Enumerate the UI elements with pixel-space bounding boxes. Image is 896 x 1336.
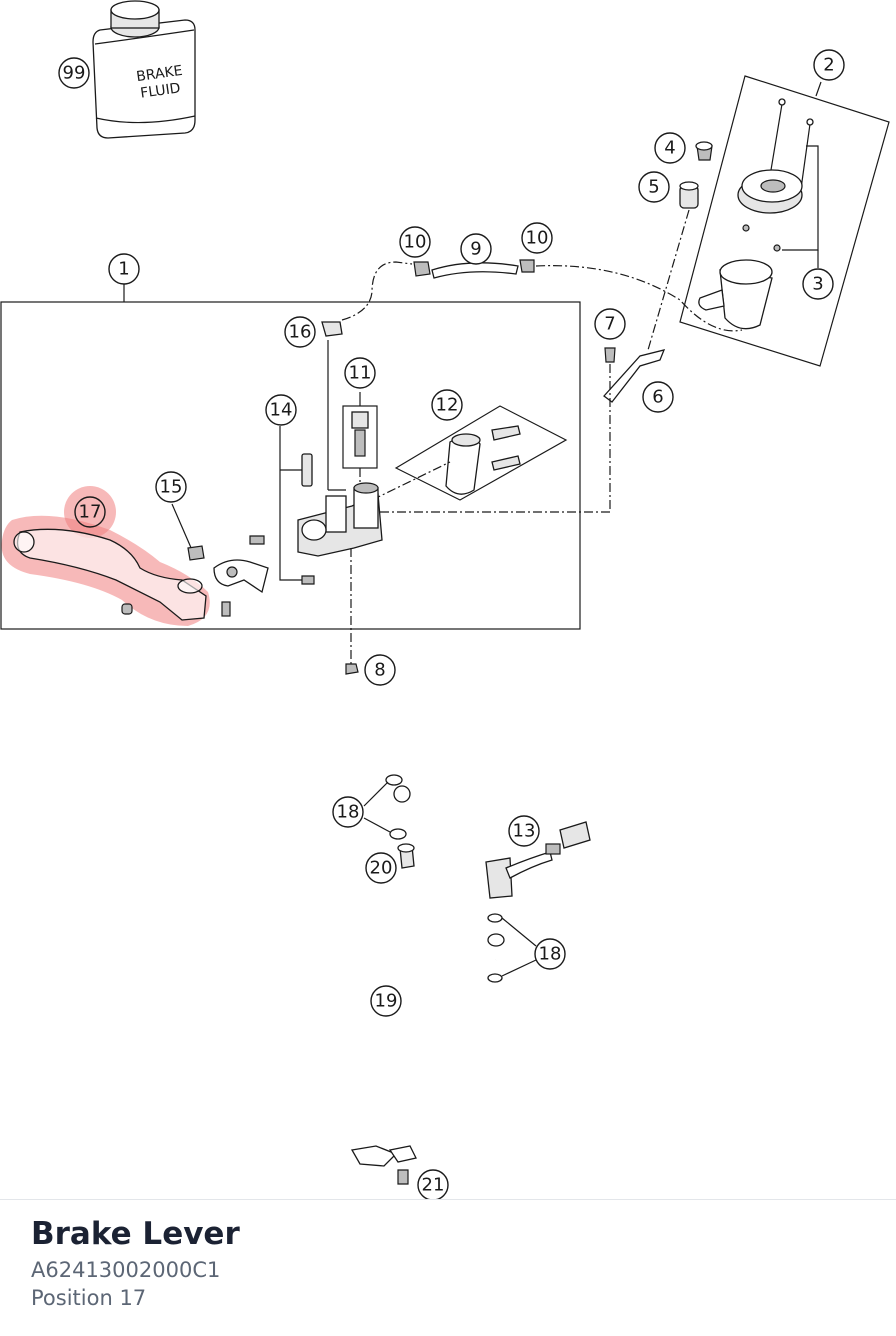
- reservoir-bracket[interactable]: [372, 347, 666, 513]
- callout-7[interactable]: 7: [594, 308, 626, 340]
- pressure-fitting[interactable]: [342, 392, 378, 492]
- svg-text:20: 20: [370, 858, 393, 879]
- callout-18-lower[interactable]: 18: [534, 938, 566, 970]
- callout-14[interactable]: 14: [265, 394, 297, 426]
- brake-lever-highlight[interactable]: [1, 486, 210, 626]
- svg-text:1: 1: [118, 259, 129, 280]
- brake-light-switch[interactable]: [485, 821, 591, 899]
- part-info-panel: Brake Lever A62413002000C1 Position 17: [0, 1199, 896, 1336]
- master-cylinder-box: [0, 301, 581, 630]
- callout-3[interactable]: 3: [802, 268, 834, 300]
- reservoir-hose[interactable]: [341, 259, 743, 332]
- svg-text:8: 8: [374, 660, 385, 681]
- svg-text:2: 2: [823, 55, 834, 76]
- callout-15[interactable]: 15: [155, 471, 187, 503]
- part-name: Brake Lever: [31, 1216, 240, 1252]
- svg-text:11: 11: [349, 363, 372, 384]
- callout-16[interactable]: 16: [284, 316, 316, 348]
- callout-4[interactable]: 4: [654, 132, 686, 164]
- svg-text:6: 6: [652, 387, 663, 408]
- callout-11[interactable]: 11: [344, 357, 376, 389]
- svg-text:13: 13: [513, 821, 536, 842]
- handlebar-clamp[interactable]: [371, 405, 568, 501]
- svg-text:21: 21: [422, 1175, 445, 1196]
- callout-8[interactable]: 8: [364, 654, 396, 686]
- callout-9[interactable]: 9: [460, 233, 492, 265]
- svg-text:5: 5: [648, 177, 659, 198]
- exploded-parts-diagram: BRAKE FLUID: [0, 0, 890, 1200]
- svg-text:17: 17: [79, 502, 102, 523]
- callout-13[interactable]: 13: [508, 815, 540, 847]
- svg-text:7: 7: [604, 314, 615, 335]
- svg-text:15: 15: [160, 477, 183, 498]
- part-position: Position 17: [31, 1286, 147, 1310]
- can-label-fluid: FLUID: [139, 80, 181, 101]
- svg-text:19: 19: [375, 991, 398, 1012]
- part-number: A62413002000C1: [31, 1258, 221, 1282]
- callout-17[interactable]: 17: [74, 496, 106, 528]
- lever-adjuster[interactable]: [171, 503, 269, 617]
- svg-text:18: 18: [539, 944, 562, 965]
- svg-text:14: 14: [270, 400, 293, 421]
- callout-20[interactable]: 20: [365, 852, 397, 884]
- callout-6[interactable]: 6: [642, 381, 674, 413]
- reservoir-cap-parts[interactable]: [647, 141, 713, 351]
- svg-text:12: 12: [436, 395, 459, 416]
- callout-18-upper[interactable]: 18: [332, 796, 364, 828]
- can-label-brake: BRAKE: [135, 63, 183, 85]
- svg-text:10: 10: [526, 228, 549, 249]
- reservoir-assembly[interactable]: [679, 75, 890, 367]
- svg-text:18: 18: [337, 802, 360, 823]
- nut[interactable]: [345, 663, 359, 675]
- brake-hose-group[interactable]: [350, 774, 537, 1185]
- callout-99[interactable]: 99: [58, 57, 90, 89]
- pivot-pin[interactable]: [279, 426, 315, 585]
- callout-2[interactable]: 2: [813, 49, 845, 81]
- callout-10-left[interactable]: 10: [399, 226, 431, 258]
- brake-fluid-can[interactable]: BRAKE FLUID: [92, 0, 196, 139]
- banjo-fitting[interactable]: [321, 321, 346, 491]
- callout-5[interactable]: 5: [638, 171, 670, 203]
- master-cylinder-body[interactable]: [297, 482, 383, 664]
- svg-text:9: 9: [470, 239, 481, 260]
- svg-text:10: 10: [404, 232, 427, 253]
- callout-21[interactable]: 21: [417, 1169, 449, 1200]
- svg-text:99: 99: [63, 63, 86, 84]
- callout-10-right[interactable]: 10: [521, 222, 553, 254]
- callout-1[interactable]: 1: [108, 253, 140, 285]
- svg-text:4: 4: [664, 138, 675, 159]
- svg-text:16: 16: [289, 322, 312, 343]
- callout-12[interactable]: 12: [431, 389, 463, 421]
- callout-19[interactable]: 19: [370, 985, 402, 1017]
- svg-text:3: 3: [812, 274, 823, 295]
